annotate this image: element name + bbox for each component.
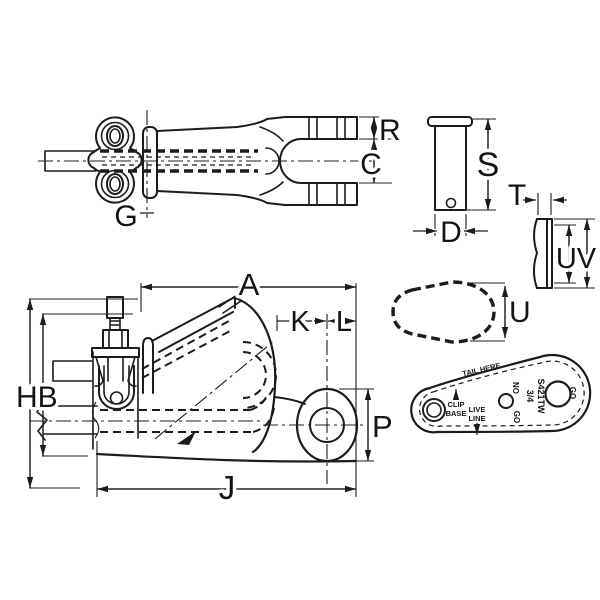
- rope-groove-section-view: U: [391, 280, 534, 344]
- wedge-side-section-view: T UV: [504, 176, 600, 289]
- dim-label-j: J: [219, 469, 236, 506]
- section-arrow: [177, 431, 196, 445]
- wedge-detail-view: CLIP BASE LIVE LINE TAIL HERE NO GO 3/4 …: [410, 353, 592, 435]
- dim-label-k: K: [290, 306, 310, 338]
- marking-live-line-line1: LIVE: [469, 405, 486, 414]
- dim-label-uv: UV: [556, 243, 597, 275]
- marking-size: 3/4: [525, 390, 535, 403]
- dim-label-d: D: [440, 216, 462, 249]
- dim-label-a: A: [239, 267, 260, 302]
- marking-live-line-line2: LINE: [468, 414, 485, 423]
- dim-label-s: S: [477, 146, 500, 184]
- wedge-socket-assembly-view: HB A K L P J: [13, 264, 397, 510]
- dim-label-l: L: [336, 306, 352, 338]
- marking-gauge-no: NO: [511, 382, 520, 394]
- dim-label-p: P: [372, 409, 393, 444]
- dim-label-hb: HB: [16, 381, 58, 414]
- marking-go: GO: [568, 387, 577, 399]
- jaw-socket-side-view: G R C: [38, 110, 404, 237]
- marking-part-number: S421TW: [536, 378, 546, 414]
- dim-label-t: T: [508, 179, 526, 212]
- marking-clip-base-line1: CLIP: [447, 400, 464, 409]
- marking-clip-base-line2: BASE: [446, 409, 467, 418]
- clevis-pin-view: S D: [413, 116, 503, 253]
- dim-label-c: C: [360, 148, 382, 181]
- dim-label-r: R: [379, 114, 401, 147]
- dim-label-u: U: [509, 296, 531, 329]
- dim-label-g: G: [114, 200, 137, 233]
- marking-tail-note: TAIL HERE: [461, 361, 501, 379]
- marking-gauge-go: GO: [512, 411, 521, 423]
